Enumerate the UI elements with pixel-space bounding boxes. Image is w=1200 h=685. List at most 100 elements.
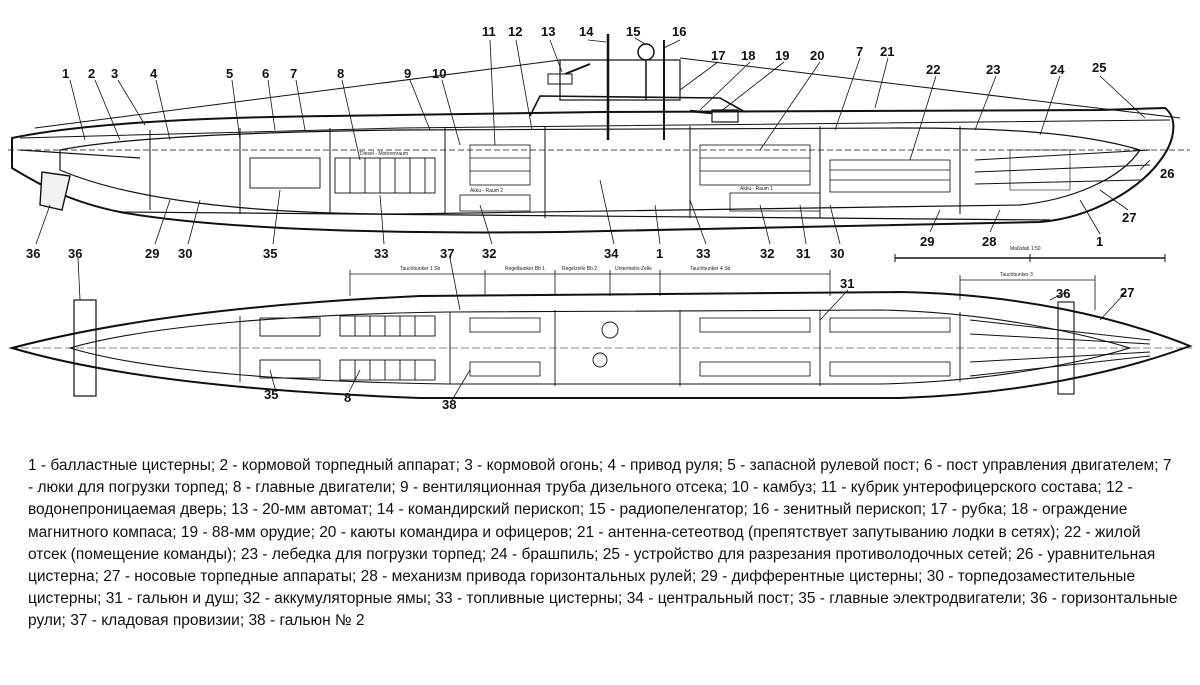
legend-item: 14 - командирский перископ; xyxy=(376,501,585,519)
legend-item: 6 - пост управления двигателем; xyxy=(923,457,1159,474)
stern-tube-side xyxy=(19,149,141,159)
e-motor-room-side xyxy=(249,157,321,189)
callout-11: 11 xyxy=(482,24,496,39)
scale-bar xyxy=(894,254,1166,262)
deck-line xyxy=(19,119,1171,139)
callout-12: 12 xyxy=(508,24,522,39)
pressure-hull xyxy=(59,127,1141,215)
legend-item: 11 - кубрик унтерофицерского состава; xyxy=(820,479,1102,497)
callout-5: 5 xyxy=(226,66,233,81)
label-battery-fwd: Akku - Raum 1 xyxy=(740,186,773,192)
callout-17: 17 xyxy=(711,48,725,63)
callout-32: 32 xyxy=(760,246,774,261)
conning-tower xyxy=(529,95,746,117)
callout-15: 15 xyxy=(626,24,640,39)
callout-30b: 30 xyxy=(178,246,192,261)
callout-29b: 29 xyxy=(145,246,159,261)
callout-36: 36 xyxy=(26,246,40,261)
legend-item: 25 - устройство для разрезания противоло… xyxy=(602,545,1012,563)
berths-blocks xyxy=(469,144,951,193)
legend-item: 29 - дифферентные цистерны; xyxy=(700,568,923,586)
callout-32b: 32 xyxy=(482,246,496,261)
label-tauchbunker-fwd: Tauchbunker 3 xyxy=(1000,272,1033,278)
label-untertrieb: Untertriebs-Zelle xyxy=(615,266,652,272)
label-regelbunker: Regelbunker Bb 1 xyxy=(505,266,545,272)
scale-label: Maßstab 1:50 xyxy=(1010,246,1041,252)
legend-item: 37 - кладовая провизии; xyxy=(70,612,245,630)
legend-item: 32 - аккумуляторные ямы; xyxy=(243,590,432,608)
label-regelzelle: Regelzelle Bb 2 xyxy=(562,266,597,272)
callout-16: 16 xyxy=(672,24,686,39)
legend-item: 19 - 88-мм орудие; xyxy=(180,523,315,541)
callout-31: 31 xyxy=(796,246,810,261)
stern-rudder xyxy=(39,171,71,211)
legend-item: 18 - ограждение магнитного компаса; xyxy=(28,501,1128,541)
callout-7: 7 xyxy=(290,66,297,81)
label-tauchbunker-left: Tauchbunker 1 Sb xyxy=(400,266,441,272)
control-room-item xyxy=(601,321,619,339)
legend-item: 22 - жилой отсек (помещение команды); xyxy=(28,523,1141,563)
callout-33: 33 xyxy=(696,246,710,261)
callout-numbers: 1 2 3 4 5 6 7 8 9 10 11 12 13 14 15 16 1… xyxy=(26,24,1174,412)
legend-item: 35 - главные электродвигатели; xyxy=(798,590,1026,608)
stern-planes-plan xyxy=(73,299,97,397)
legend-item: 21 - антенна-сетеотвод (препятствует зап… xyxy=(576,523,1060,541)
submarine-diagram: Maßstab 1:50 Diesel - Motorenraum Akku -… xyxy=(8,24,1193,412)
callout-3: 3 xyxy=(111,66,118,81)
leader-lines xyxy=(35,37,1151,401)
callout-27b: 27 xyxy=(1120,285,1134,300)
callout-24: 24 xyxy=(1050,62,1065,77)
legend-item: 26 - уравнительная цистерна; xyxy=(28,545,1156,586)
callout-25: 25 xyxy=(1092,60,1106,75)
legend-item: 13 - 20-мм автомат; xyxy=(231,501,373,519)
aa-gun xyxy=(547,73,573,85)
legend-item: 24 - брашпиль; xyxy=(490,545,599,563)
callout-20: 20 xyxy=(810,48,824,63)
engines-plan xyxy=(339,315,436,381)
legend-item: 33 - топливные цистерны; xyxy=(435,590,623,608)
callout-18: 18 xyxy=(741,48,755,63)
main-engines-side xyxy=(334,157,436,194)
battery-wells xyxy=(459,192,821,212)
plan-hull-outline xyxy=(8,290,1193,399)
callout-38: 38 xyxy=(442,397,456,412)
callout-10: 10 xyxy=(432,66,446,81)
legend-item: 12 - водонепроницаемая дверь; xyxy=(28,479,1133,519)
label-engine-room: Diesel - Motorenraum xyxy=(360,151,408,157)
legend-item: 28 - механизм привода горизонтальных рул… xyxy=(360,568,697,586)
keel-line xyxy=(119,211,1051,221)
legend-item: 7 - люки для погрузки торпед; xyxy=(28,457,1172,497)
berths-plan xyxy=(469,317,951,377)
callout-30: 30 xyxy=(830,246,844,261)
callout-19: 19 xyxy=(775,48,789,63)
net-deflector-wire xyxy=(34,57,1181,129)
deck-gun xyxy=(711,109,739,123)
callout-34: 34 xyxy=(604,246,619,261)
callout-4: 4 xyxy=(150,66,158,81)
legend-item: 15 - радиопеленгатор; xyxy=(588,501,748,519)
plan-view xyxy=(8,270,1193,399)
legend-item: 4 - привод руля; xyxy=(607,457,723,474)
callout-36c: 36 xyxy=(1056,286,1070,301)
side-profile xyxy=(8,34,1190,234)
callout-37: 37 xyxy=(440,246,454,261)
label-tauchbunker-right: Tauchbunker 4 Sb xyxy=(690,266,731,272)
legend-item: 20 - каюты командира и офицеров; xyxy=(319,523,573,541)
bow-torpedo-tubes-plan xyxy=(969,319,1151,377)
callout-31b: 31 xyxy=(840,276,854,291)
callout-35b: 35 xyxy=(264,387,278,402)
bulkheads xyxy=(149,126,961,218)
callout-21: 21 xyxy=(880,44,894,59)
plan-bulkheads xyxy=(239,310,961,386)
callout-28: 28 xyxy=(982,234,996,249)
callout-1c: 1 xyxy=(656,246,663,261)
callout-1b: 1 xyxy=(1096,234,1103,249)
callout-29: 29 xyxy=(920,234,934,249)
side-hull-outline xyxy=(11,106,1175,234)
callout-23: 23 xyxy=(986,62,1000,77)
dir-finder-loop xyxy=(637,43,655,61)
legend-item: 31 - гальюн и душ; xyxy=(105,590,239,608)
callout-27: 27 xyxy=(1122,210,1136,225)
bow-torpedo-tubes-side xyxy=(974,149,1151,191)
callout-33b: 33 xyxy=(374,246,388,261)
